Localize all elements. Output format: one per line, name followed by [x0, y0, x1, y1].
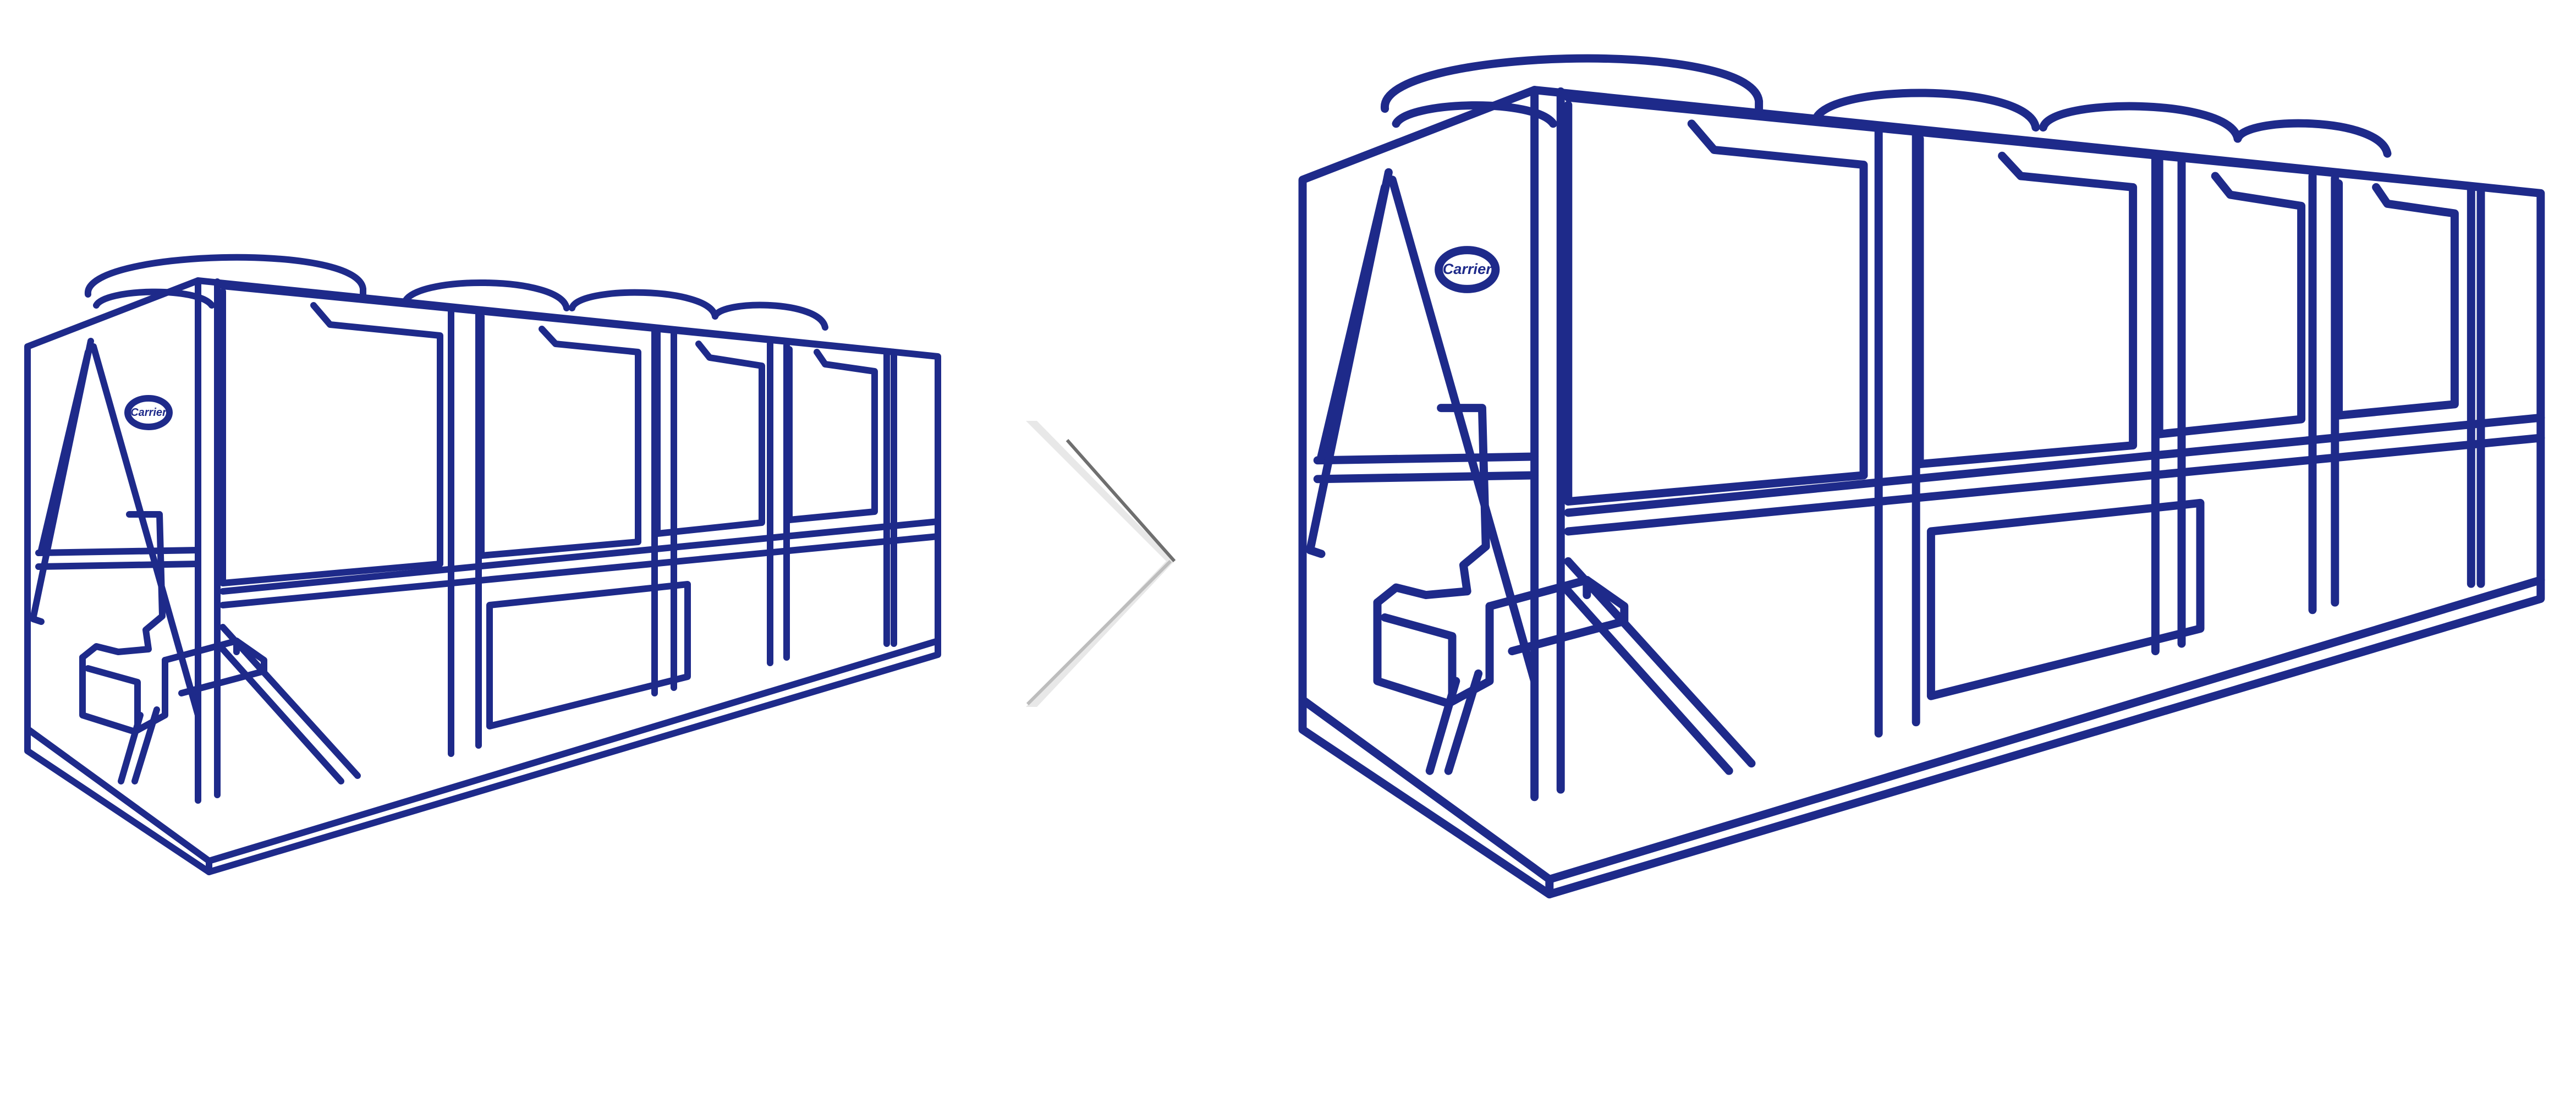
chiller-unit-large: Carrier [1303, 58, 2541, 894]
brand-badge-text: Carrier [130, 407, 167, 419]
chiller-unit-small: Carrier [28, 257, 938, 872]
brand-badge-large: Carrier [1435, 246, 1500, 293]
chevron-right-icon [1026, 421, 1176, 707]
brand-badge-small: Carrier [124, 395, 173, 430]
brand-badge-text: Carrier [1443, 260, 1493, 277]
